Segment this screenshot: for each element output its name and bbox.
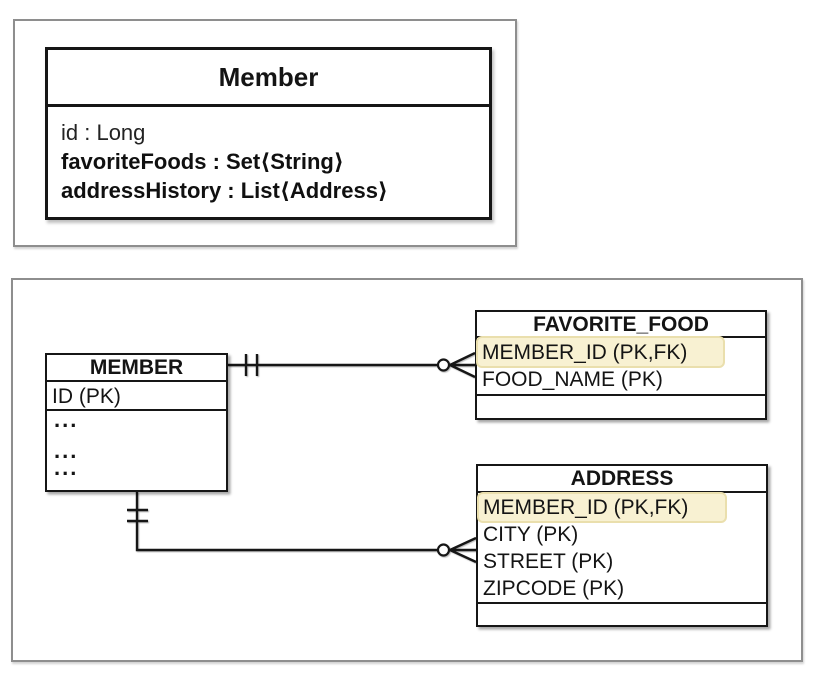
favorite-food-row-member-id: MEMBER_ID (PK,FK) (482, 341, 688, 364)
uml-panel: Member id : Long favoriteFoods : Set⟨Str… (13, 19, 517, 247)
member-row-ellipsis: ... (54, 438, 79, 463)
erd-panel: MEMBER ID (PK) ... ... ... FAVORITE_FOOD… (11, 278, 803, 662)
favorite-food-row-food-name: FOOD_NAME (PK) (482, 368, 663, 391)
class-title: Member (48, 50, 489, 107)
favorite-food-table-title: FAVORITE_FOOD (477, 312, 765, 338)
address-row-member-id: MEMBER_ID (PK,FK) (483, 496, 689, 519)
member-table-title: MEMBER (47, 355, 226, 382)
attribute-favorite-foods: favoriteFoods : Set⟨String⟩ (61, 149, 344, 174)
crow-foot-icon (449, 536, 477, 564)
attribute-id: id : Long (61, 120, 146, 145)
class-attributes: id : Long favoriteFoods : Set⟨String⟩ ad… (48, 107, 489, 205)
member-row-ellipsis: ... (54, 455, 79, 480)
relationship-line (135, 492, 438, 552)
address-table: ADDRESS MEMBER_ID (PK,FK) CITY (PK) STRE… (476, 464, 768, 627)
table-divider (477, 394, 765, 396)
attribute-address-history: addressHistory : List⟨Address⟩ (61, 178, 388, 203)
address-row-zipcode: ZIPCODE (PK) (483, 577, 625, 600)
empty-row (477, 396, 765, 414)
fk-row-highlight (477, 492, 727, 523)
member-class-box: Member id : Long favoriteFoods : Set⟨Str… (45, 47, 492, 220)
zero-cardinality-circle-icon (436, 358, 451, 372)
table-divider (478, 602, 766, 604)
favorite-food-table: FAVORITE_FOOD MEMBER_ID (PK,FK) FOOD_NAM… (475, 310, 767, 420)
zero-cardinality-circle-icon (436, 543, 451, 557)
address-row-street: STREET (PK) (483, 550, 614, 573)
relationship-connectors (127, 351, 477, 564)
empty-row (478, 604, 766, 622)
address-table-title: ADDRESS (478, 466, 766, 493)
member-row-id-pk: ID (PK) (47, 382, 226, 411)
crow-foot-icon (449, 351, 476, 379)
member-row-ellipsis: ... (54, 407, 79, 432)
member-favoritefood-relationship (228, 351, 476, 379)
member-table: MEMBER ID (PK) ... ... ... (45, 353, 228, 492)
member-address-relationship (127, 492, 477, 564)
fk-row-highlight (476, 336, 725, 368)
address-row-city: CITY (PK) (483, 523, 579, 546)
